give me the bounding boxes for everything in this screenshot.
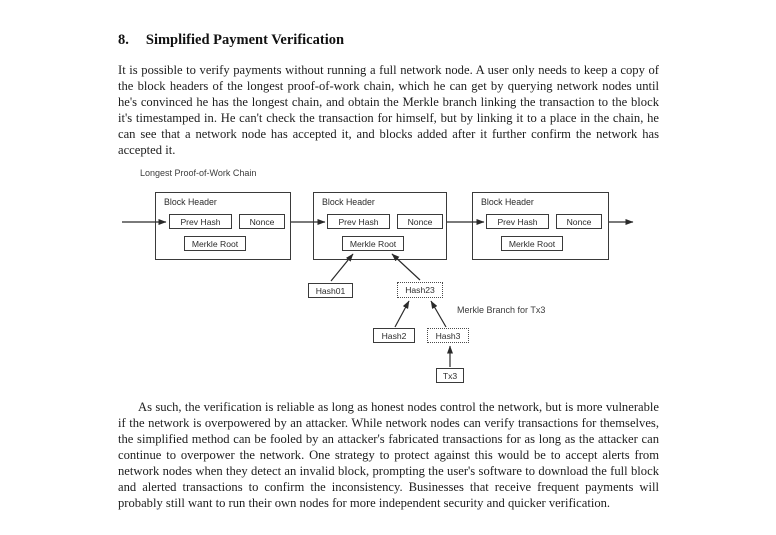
- block-header-label: Block Header: [481, 197, 534, 207]
- prev-hash-box: Prev Hash: [486, 214, 549, 229]
- merkle-root-box: Merkle Root: [501, 236, 563, 251]
- block-header-box-2: Block Header Prev Hash Nonce Merkle Root: [313, 192, 447, 260]
- hash3-box: Hash3: [427, 328, 469, 343]
- paragraph-intro: It is possible to verify payments withou…: [118, 63, 659, 157]
- block-header-label: Block Header: [322, 197, 375, 207]
- merkle-branch-label: Merkle Branch for Tx3: [457, 305, 546, 315]
- prev-hash-box: Prev Hash: [327, 214, 390, 229]
- prev-hash-box: Prev Hash: [169, 214, 232, 229]
- chain-label: Longest Proof-of-Work Chain: [140, 168, 257, 178]
- block-header-box-1: Block Header Prev Hash Nonce Merkle Root: [155, 192, 291, 260]
- arrow-hash3-to-hash23: [430, 300, 447, 328]
- block-header-box-3: Block Header Prev Hash Nonce Merkle Root: [472, 192, 609, 260]
- merkle-root-box: Merkle Root: [184, 236, 246, 251]
- section-title: Simplified Payment Verification: [145, 32, 345, 48]
- merkle-root-box: Merkle Root: [342, 236, 404, 251]
- paragraph-discussion: As such, the verification is reliable as…: [118, 400, 659, 510]
- hash2-box: Hash2: [373, 328, 415, 343]
- tx3-box: Tx3: [436, 368, 464, 383]
- nonce-box: Nonce: [397, 214, 443, 229]
- hash23-box: Hash23: [397, 282, 443, 298]
- nonce-box: Nonce: [239, 214, 285, 229]
- section-heading: 8. Simplified Payment Verification: [118, 32, 344, 49]
- nonce-box: Nonce: [556, 214, 602, 229]
- arrow-hash2-to-hash23: [394, 300, 410, 328]
- section-number: 8.: [118, 32, 129, 48]
- hash01-box: Hash01: [308, 283, 353, 298]
- block-header-label: Block Header: [164, 197, 217, 207]
